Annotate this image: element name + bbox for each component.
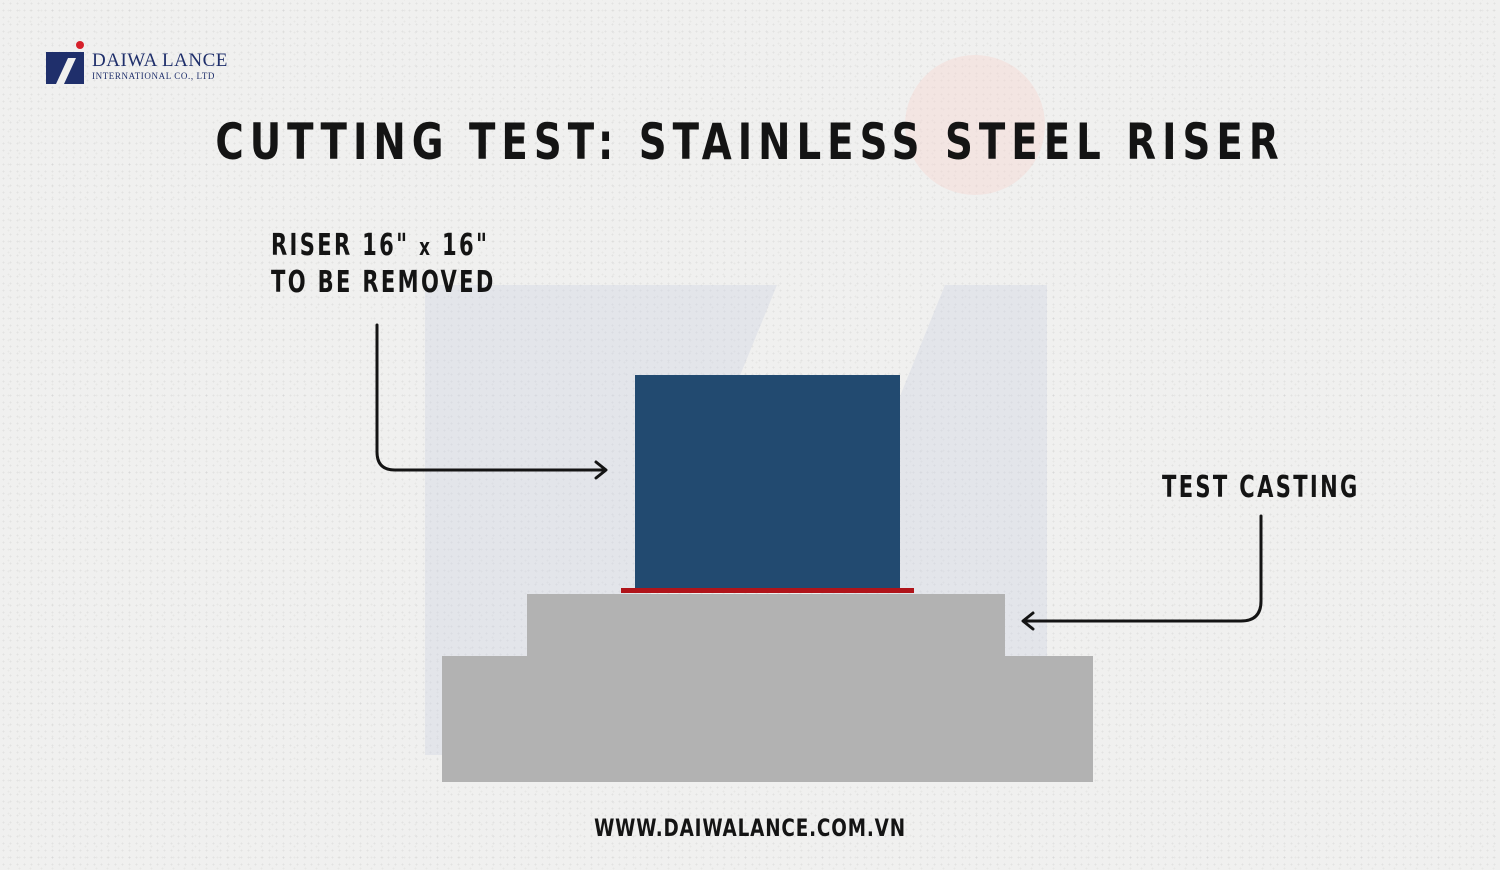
riser-label-size-b: 16" (441, 228, 490, 263)
casting-base-block (442, 656, 1093, 782)
riser-block (635, 375, 900, 588)
cut-line (621, 588, 914, 593)
riser-label-size-x: x (419, 233, 433, 261)
casting-arrow (1021, 514, 1263, 631)
riser-label: RISER 16" x 16" TO BE REMOVED (271, 228, 496, 301)
page-title: CUTTING TEST: STAINLESS STEEL RISER (215, 113, 1285, 171)
daiwa-lance-logo-icon (46, 41, 84, 84)
company-logo: DAIWA LANCE INTERNATIONAL CO., LTD (46, 40, 228, 86)
riser-arrow (375, 323, 608, 480)
decorative-circle (905, 55, 1045, 195)
logo-name: DAIWA LANCE (92, 49, 228, 71)
website-url: WWW.DAIWALANCE.COM.VN (594, 814, 906, 842)
riser-label-line2: TO BE REMOVED (271, 265, 496, 300)
riser-label-size-a: RISER 16" (271, 228, 410, 263)
casting-label: TEST CASTING (1162, 470, 1360, 505)
casting-upper-block (527, 594, 1005, 660)
logo-subtitle: INTERNATIONAL CO., LTD (92, 70, 216, 81)
riser-label-line1: RISER 16" x 16" (271, 228, 496, 265)
